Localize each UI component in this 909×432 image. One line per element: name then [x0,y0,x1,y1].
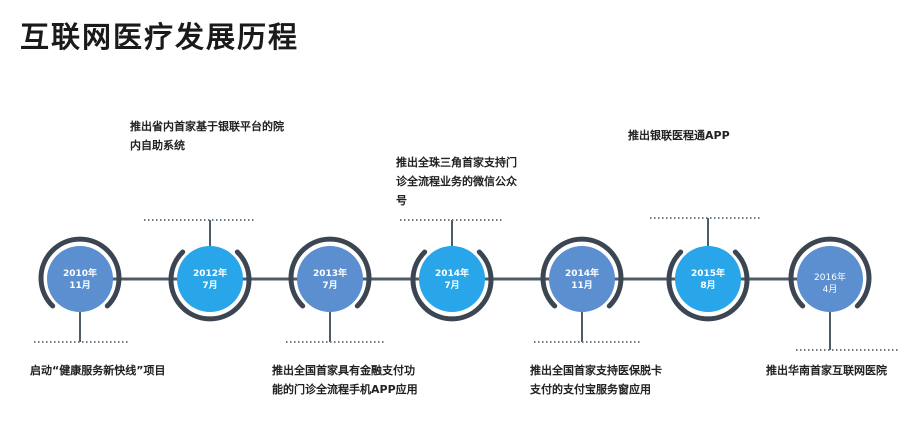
page-title: 互联网医疗发展历程 [20,20,300,54]
milestone-node-5 [534,236,640,343]
milestone-node-3 [286,236,384,343]
milestone-node-7 [788,236,900,351]
milestone-node-6 [650,217,762,322]
milestone-text-6: 推出银联医程通APP [628,129,730,142]
milestone-node-2 [144,219,256,322]
milestone-text-5: 推出全国首家支持医保脱卡支付的支付宝服务窗应用 [530,364,662,396]
milestone-text-7: 推出华南首家互联网医院 [766,364,887,377]
milestone-node-1 [34,236,130,343]
milestone-text-3: 推出全国首家具有金融支付功能的门诊全流程手机APP应用 [272,364,418,396]
milestone-node-4 [400,219,502,322]
milestone-text-2: 推出省内首家基于银联平台的院内自助系统 [130,120,284,152]
milestone-text-4: 推出全珠三角首家支持门诊全流程业务的微信公众号 [396,156,517,207]
milestone-text-1: 启动“健康服务新快线”项目 [30,364,166,377]
